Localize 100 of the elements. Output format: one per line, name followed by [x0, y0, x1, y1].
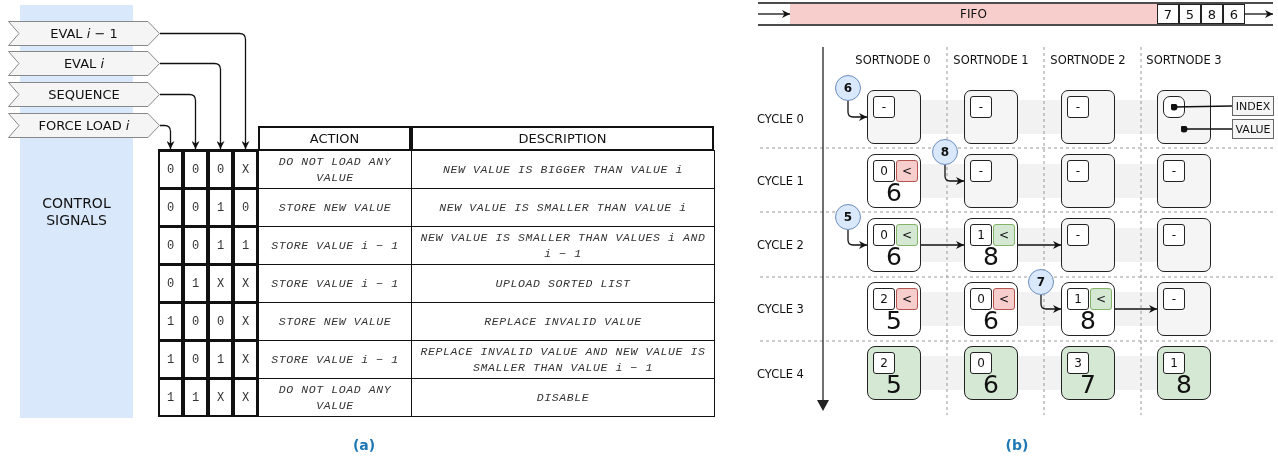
sort-node-box — [1061, 154, 1115, 208]
arrow — [944, 164, 965, 185]
sort-node-box — [964, 90, 1018, 144]
index-slot: 1 — [1067, 288, 1089, 310]
comparator-flag: < — [993, 288, 1015, 310]
comparator-flag: < — [896, 160, 918, 182]
signal-bit: 0 — [208, 150, 233, 189]
arrow — [1114, 305, 1158, 313]
description-text: DISABLE — [411, 378, 715, 417]
signal-tag: EVAL i − 1 — [8, 21, 160, 46]
index-slot: - — [1067, 96, 1089, 118]
comparator-flag: < — [1090, 288, 1112, 310]
signal-bit: X — [233, 340, 258, 379]
column-header: DESCRIPTION — [411, 126, 714, 151]
arrow — [159, 62, 225, 150]
index-slot: - — [873, 96, 895, 118]
action-text: DO NOT LOAD ANY VALUE — [258, 378, 412, 417]
panel-caption: (b) — [1004, 436, 1030, 455]
index-slot: - — [1163, 160, 1185, 182]
node-value: 6 — [886, 180, 902, 205]
index-slot: 1 — [970, 224, 992, 246]
sort-node-box — [964, 154, 1018, 208]
index-slot: 0 — [970, 288, 992, 310]
arrow — [159, 32, 250, 150]
sort-node-box — [867, 282, 921, 336]
row-label: CYCLE 4 — [757, 366, 805, 383]
queue-slot: 7 — [1157, 4, 1179, 24]
signal-bit: 1 — [233, 226, 258, 265]
index-slot: 0 — [970, 352, 992, 374]
signal-bit: 1 — [158, 302, 183, 341]
signal-bit: 1 — [158, 340, 183, 379]
signal-bit: X — [233, 150, 258, 189]
queue-slot: 6 — [1223, 4, 1245, 24]
sort-node-box — [1061, 218, 1115, 272]
arrow — [920, 241, 965, 249]
signal-bit: 1 — [208, 340, 233, 379]
signal-bit: 0 — [158, 226, 183, 265]
index-slot: - — [1163, 224, 1185, 246]
signal-bit: 0 — [158, 264, 183, 303]
sort-node-box — [1157, 346, 1211, 400]
signal-bit: 1 — [208, 226, 233, 265]
queue-slot: 8 — [1201, 4, 1223, 24]
sort-node-box — [867, 218, 921, 272]
sort-node-box — [1061, 90, 1115, 144]
field-tag: VALUE — [1232, 119, 1274, 139]
input-value-bubble: 5 — [835, 204, 861, 230]
signal-tag: FORCE LOAD i — [8, 113, 160, 138]
sort-node-box — [867, 346, 921, 400]
arrow — [757, 10, 791, 18]
index-slot: 1 — [1163, 352, 1185, 374]
row-label: CYCLE 2 — [757, 237, 805, 254]
index-slot: 2 — [873, 288, 895, 310]
index-slot: - — [970, 160, 992, 182]
node-value: 5 — [886, 372, 902, 397]
sort-node-box — [964, 282, 1018, 336]
input-value-bubble: 7 — [1028, 269, 1054, 295]
arrow — [847, 100, 868, 121]
leader-line — [1170, 103, 1233, 111]
panel-caption: (a) — [351, 436, 377, 455]
sort-node-box — [1157, 154, 1211, 208]
leader-line — [1180, 125, 1233, 133]
index-slot: - — [1067, 160, 1089, 182]
comparator-flag: < — [896, 224, 918, 246]
comparator-flag: < — [993, 224, 1015, 246]
comparator-flag: < — [896, 288, 918, 310]
signal-bit: X — [208, 264, 233, 303]
index-slot: 0 — [873, 160, 895, 182]
column-header: SORTNODE 1 — [952, 52, 1030, 69]
signal-bit: 0 — [158, 150, 183, 189]
signal-bit: 0 — [183, 188, 208, 227]
input-value-bubble: 6 — [835, 75, 861, 101]
band-label: CONTROL SIGNALS — [41, 194, 112, 229]
field-tag: INDEX — [1232, 96, 1274, 116]
signal-bit: 1 — [183, 264, 208, 303]
queue-slot: 5 — [1179, 4, 1201, 24]
node-value: 8 — [983, 244, 999, 269]
node-value: 6 — [983, 308, 999, 333]
signal-tag: SEQUENCE — [8, 82, 160, 107]
node-value: 7 — [1080, 372, 1096, 397]
signal-tag: EVAL i — [8, 51, 160, 76]
arrow — [1017, 241, 1062, 249]
row-label: CYCLE 3 — [757, 301, 805, 318]
row-label: CYCLE 1 — [757, 173, 805, 190]
sort-node-box — [867, 154, 921, 208]
arrow — [1244, 10, 1274, 18]
column-header: SORTNODE 3 — [1145, 52, 1223, 69]
sort-node-box — [964, 346, 1018, 400]
signal-bit: 0 — [183, 340, 208, 379]
sort-node-box — [1157, 90, 1211, 144]
index-slot: - — [1067, 224, 1089, 246]
sort-node-box — [1157, 218, 1211, 272]
arrow — [159, 124, 175, 150]
sort-node-box — [1157, 282, 1211, 336]
index-slot: 2 — [873, 352, 895, 374]
node-value: 8 — [1176, 372, 1192, 397]
column-header: SORTNODE 2 — [1049, 52, 1127, 69]
sort-node-box — [867, 90, 921, 144]
index-slot: - — [970, 96, 992, 118]
signal-bit: 0 — [183, 226, 208, 265]
arrow — [847, 229, 868, 249]
